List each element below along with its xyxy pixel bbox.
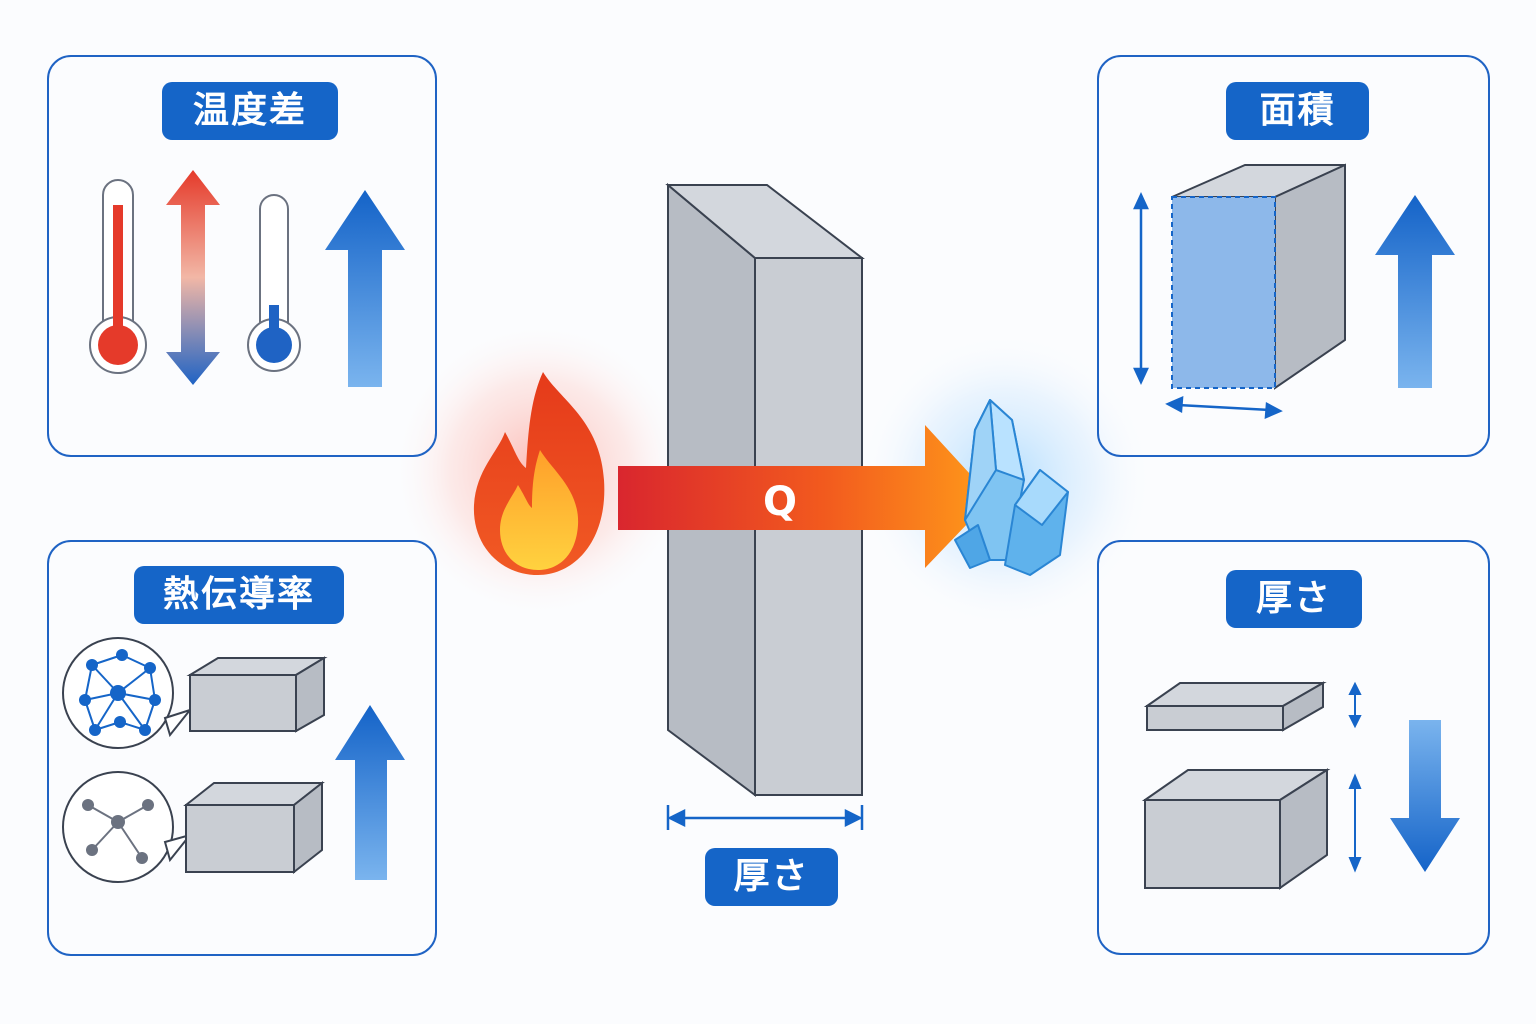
high-conductivity-block [186, 656, 328, 733]
thermal-conductivity-label: 熱伝導率 [134, 566, 344, 624]
hot-thermometer-icon [89, 179, 147, 374]
thermal-conductivity-panel [47, 540, 437, 956]
thickness-down-arrow-icon [1390, 720, 1460, 872]
heat-flow-arrow [618, 425, 992, 568]
heat-flow-q-label: Q [762, 479, 797, 525]
thick-block [1141, 768, 1331, 890]
area-up-arrow-icon [1375, 195, 1455, 388]
thickness-panel [1097, 540, 1490, 955]
cold-thermometer-icon [247, 194, 301, 372]
flame-icon [473, 372, 605, 575]
ice-crystal-icon [954, 399, 1069, 576]
thin-slab-dimension [1348, 681, 1362, 729]
wall-thickness-dimension [666, 805, 864, 830]
low-conductivity-block [183, 780, 325, 875]
thin-slab [1143, 681, 1327, 732]
temperature-difference-label: 温度差 [162, 82, 338, 140]
thickness-panel-label: 厚さ [1226, 570, 1362, 628]
wall-thickness-label: 厚さ [705, 848, 838, 906]
sparse-network-bubble [62, 771, 193, 883]
area-width-dimension [1165, 396, 1283, 419]
area-label: 面積 [1226, 82, 1369, 140]
temperature-up-arrow-icon [325, 190, 405, 387]
temperature-range-arrow-icon [166, 170, 220, 385]
dense-network-bubble [62, 637, 193, 749]
conductivity-up-arrow-icon [335, 705, 405, 880]
area-height-dimension [1133, 192, 1149, 385]
area-block [1171, 163, 1346, 390]
area-panel [1097, 55, 1490, 457]
thick-block-dimension [1348, 773, 1362, 873]
temperature-difference-panel [47, 55, 437, 457]
